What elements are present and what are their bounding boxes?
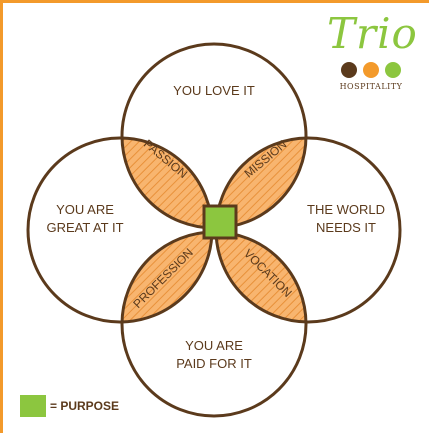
legend-purpose-label: = PURPOSE [50, 399, 120, 413]
circle-paid-for-it [120, 230, 308, 418]
overlap-profession-region [122, 232, 212, 322]
brand-dot-orange [363, 62, 379, 78]
label-right-line-1: THE WORLD [307, 202, 385, 217]
brand-dot-green [385, 62, 401, 78]
label-left-line-1: YOU ARE [56, 202, 114, 217]
brand-dot-brown [341, 62, 357, 78]
frame-top-border [0, 0, 429, 3]
label-bottom-line-2: PAID FOR IT [176, 356, 252, 371]
overlap-passion-region [122, 138, 212, 228]
label-right-line-2: NEEDS IT [316, 220, 376, 235]
brand-logo: Trio HOSPITALITY [327, 9, 418, 92]
legend-purpose-swatch [20, 395, 46, 417]
label-top-line-1: YOU LOVE IT [173, 83, 255, 98]
overlap-mission-region [216, 138, 306, 228]
legend: = PURPOSE [20, 395, 119, 417]
brand-subtitle: HOSPITALITY [339, 82, 403, 91]
label-bottom-line-1: YOU ARE [185, 338, 243, 353]
frame-left-border [0, 0, 3, 433]
brand-name: Trio [327, 9, 418, 58]
overlap-vocation-region [216, 232, 306, 322]
purpose-square [202, 204, 238, 240]
label-left-line-2: GREAT AT IT [46, 220, 123, 235]
brand-dots [327, 62, 415, 78]
